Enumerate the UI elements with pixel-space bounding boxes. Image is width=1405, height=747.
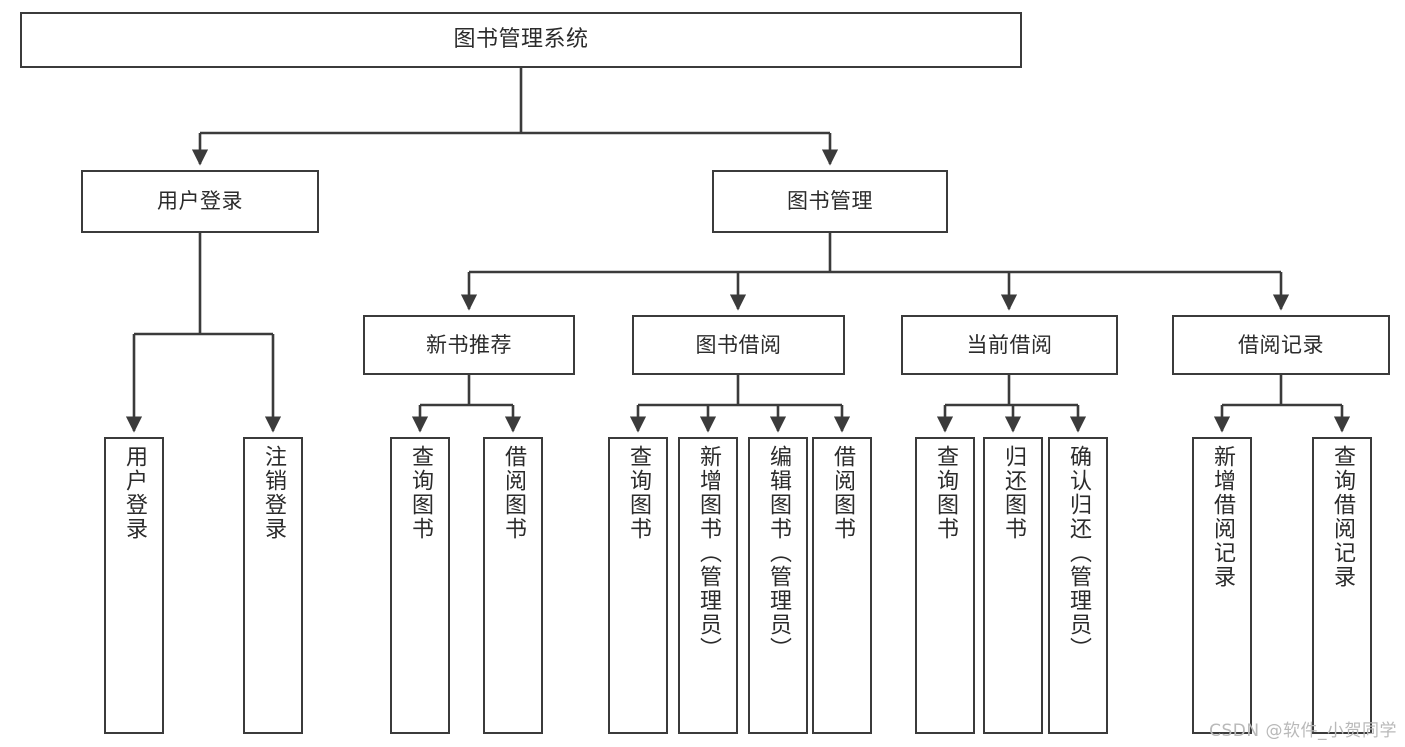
leaf-logout-login[interactable]: 注销登录 (243, 437, 303, 734)
leaf-user-login-label: 用户登录 (122, 445, 147, 541)
leaf-borrow-book-1[interactable]: 借阅图书 (483, 437, 543, 734)
node-book-borrow-label: 图书借阅 (695, 332, 782, 357)
leaf-query-book-2-label: 查询图书 (626, 445, 651, 541)
node-new-book-recommend[interactable]: 新书推荐 (363, 315, 575, 375)
leaf-query-borrow-record[interactable]: 查询借阅记录 (1312, 437, 1372, 734)
leaf-user-login[interactable]: 用户登录 (104, 437, 164, 734)
node-root-label: 图书管理系统 (453, 27, 589, 53)
node-current-borrow-label: 当前借阅 (966, 332, 1053, 357)
node-user-login-label: 用户登录 (157, 189, 243, 214)
node-borrow-record-label: 借阅记录 (1238, 332, 1324, 357)
leaf-add-borrow-record[interactable]: 新增借阅记录 (1192, 437, 1252, 734)
node-current-borrow[interactable]: 当前借阅 (901, 315, 1118, 375)
leaf-edit-book-admin-label: 编辑图书（管理员） (766, 445, 791, 661)
leaf-logout-login-label: 注销登录 (261, 445, 286, 541)
leaf-borrow-book-1-label: 借阅图书 (501, 445, 526, 541)
node-book-borrow[interactable]: 图书借阅 (632, 315, 845, 375)
leaf-add-book-admin-label: 新增图书（管理员） (696, 445, 721, 661)
leaf-borrow-book-2[interactable]: 借阅图书 (812, 437, 872, 734)
leaf-borrow-book-2-label: 借阅图书 (830, 445, 855, 541)
leaf-query-borrow-record-label: 查询借阅记录 (1330, 445, 1355, 589)
leaf-add-book-admin[interactable]: 新增图书（管理员） (678, 437, 738, 734)
node-root-system[interactable]: 图书管理系统 (20, 12, 1022, 68)
leaf-confirm-return-admin[interactable]: 确认归还（管理员） (1048, 437, 1108, 734)
node-book-management[interactable]: 图书管理 (712, 170, 948, 233)
leaf-query-book-1-label: 查询图书 (408, 445, 433, 541)
leaf-return-book[interactable]: 归还图书 (983, 437, 1043, 734)
node-user-login[interactable]: 用户登录 (81, 170, 319, 233)
leaf-add-borrow-record-label: 新增借阅记录 (1210, 445, 1235, 589)
leaf-query-book-3-label: 查询图书 (933, 445, 958, 541)
leaf-query-book-3[interactable]: 查询图书 (915, 437, 975, 734)
node-book-management-label: 图书管理 (787, 189, 873, 214)
leaf-query-book-1[interactable]: 查询图书 (390, 437, 450, 734)
leaf-confirm-return-admin-label: 确认归还（管理员） (1066, 445, 1091, 661)
watermark-text: CSDN @软件_小贺同学 (1209, 721, 1397, 741)
leaf-return-book-label: 归还图书 (1001, 445, 1026, 541)
leaf-query-book-2[interactable]: 查询图书 (608, 437, 668, 734)
node-borrow-record[interactable]: 借阅记录 (1172, 315, 1390, 375)
leaf-edit-book-admin[interactable]: 编辑图书（管理员） (748, 437, 808, 734)
node-new-book-recommend-label: 新书推荐 (426, 332, 512, 357)
